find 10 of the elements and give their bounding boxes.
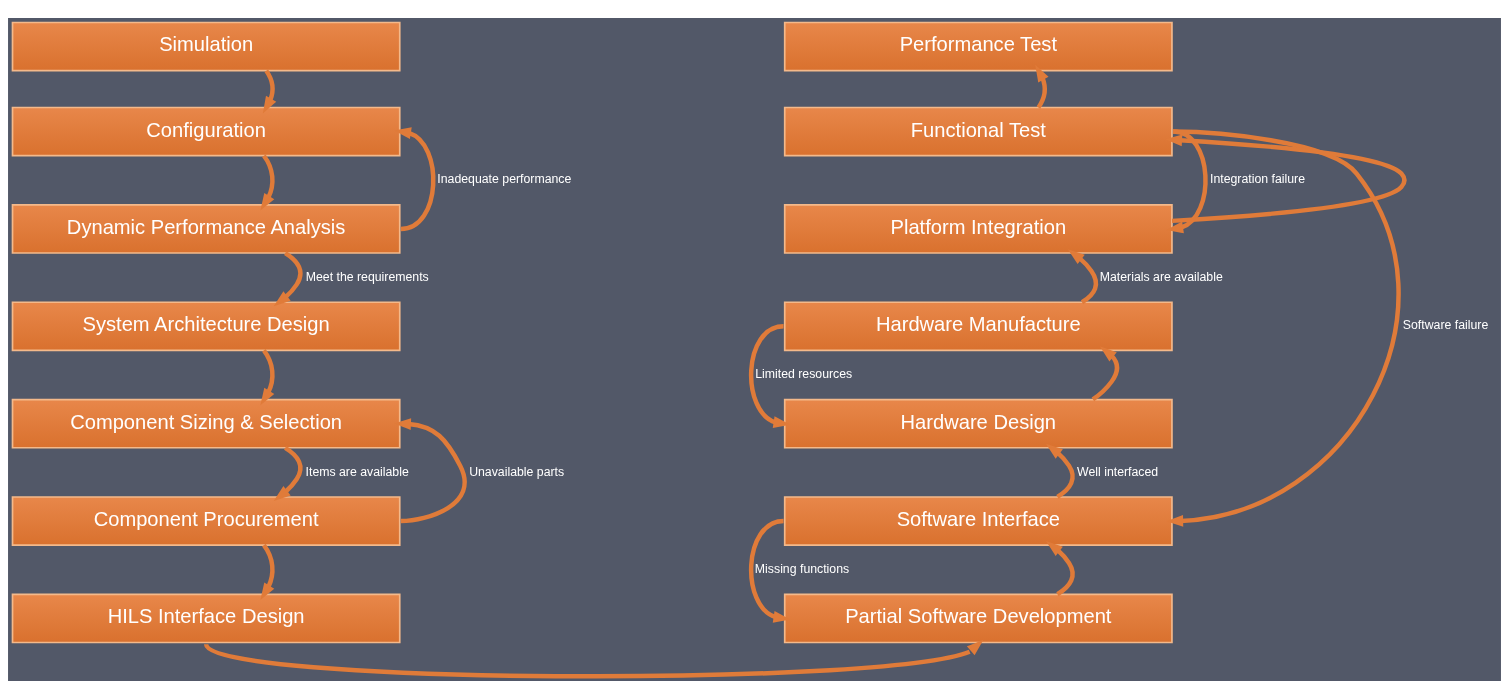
edge-label: Items are available <box>305 464 409 479</box>
edge-label: Well interfaced <box>1077 464 1159 479</box>
edge-label: Inadequate performance <box>437 172 572 187</box>
edge-label: Software failure <box>1402 318 1489 333</box>
edge-label: Integration failure <box>1210 172 1306 187</box>
edge-label: Meet the requirements <box>305 269 429 284</box>
edge-label: Limited resources <box>755 367 853 382</box>
edge-label: Missing functions <box>754 561 850 576</box>
edge-label: Materials are available <box>1099 269 1223 284</box>
edge-label: Unavailable parts <box>469 464 565 479</box>
